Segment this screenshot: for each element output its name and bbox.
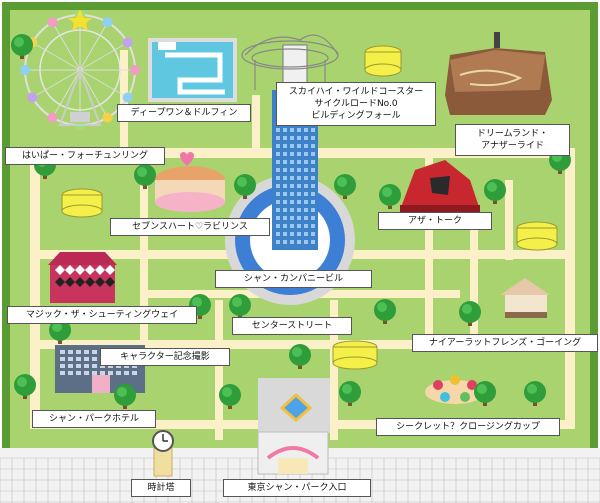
other-talk-dome — [400, 160, 480, 213]
ferris-car — [130, 65, 140, 75]
label-dolphin-text: ディープワン＆ドルフィン — [130, 108, 238, 118]
tree — [219, 384, 241, 409]
tree — [474, 381, 496, 406]
tree — [11, 34, 33, 59]
label-shooting-way-text: マジック・ザ・シューティングウェイ — [25, 310, 179, 320]
ferris-car — [122, 92, 133, 103]
label-labyrinth-text: セブンスハート♡ラビリンス — [132, 222, 248, 232]
ferris-car — [20, 65, 30, 75]
label-entrance-text: 東京シャン・パーク入口 — [247, 483, 347, 493]
label-merry-go-round[interactable]: ナイアーラットフレンズ・ゴーイング — [412, 334, 598, 352]
label-other-talk[interactable]: アザ・トーク — [378, 212, 492, 230]
tree — [524, 381, 546, 406]
label-character-photo-text: キャラクター記念撮影 — [120, 352, 210, 362]
label-cup[interactable]: シークレット？クロージングカップ — [376, 418, 560, 436]
shooting-building — [48, 252, 117, 303]
tree — [459, 301, 481, 326]
tree — [289, 344, 311, 369]
label-dreamland[interactable]: ドリームランド・ アナザーライド — [455, 124, 570, 156]
tree — [14, 374, 36, 399]
label-merry-go-round-text: ナイアーラットフレンズ・ゴーイング — [428, 338, 582, 348]
label-ferris-wheel[interactable]: はいぱー・フォーチュンリング — [5, 147, 165, 165]
label-shooting-way[interactable]: マジック・ザ・シューティングウェイ — [7, 306, 197, 324]
tree — [334, 174, 356, 199]
tree — [114, 384, 136, 409]
label-labyrinth[interactable]: セブンスハート♡ラビリンス — [110, 218, 270, 236]
ferris-car — [47, 17, 58, 28]
water-tanks — [61, 45, 558, 370]
ferris-wheel — [20, 10, 140, 130]
label-dreamland-line2: アナザーライド — [481, 141, 544, 151]
tree — [134, 164, 156, 189]
label-other-talk-text: アザ・トーク — [407, 216, 462, 226]
clock-tower — [152, 430, 174, 477]
cup-ride — [425, 375, 485, 404]
label-coaster-line3: ビルディングフォール — [311, 111, 401, 121]
label-hotel[interactable]: シャン・パークホテル — [32, 410, 156, 428]
tree — [229, 294, 251, 319]
tree — [339, 381, 361, 406]
label-dolphin[interactable]: ディープワン＆ドルフィン — [117, 104, 251, 122]
tree — [484, 179, 506, 204]
ferris-car — [47, 112, 58, 123]
entrance-plaza — [258, 378, 330, 433]
label-character-photo[interactable]: キャラクター記念撮影 — [100, 348, 230, 366]
label-company-building[interactable]: シャン・カンパニービル — [215, 270, 372, 288]
label-company-building-text: シャン・カンパニービル — [243, 274, 343, 284]
dreamland-mountain — [445, 32, 552, 115]
label-center-street[interactable]: センターストリート — [232, 317, 352, 335]
coaster-track — [241, 34, 339, 90]
trees — [11, 34, 571, 409]
dolphin-pool — [148, 38, 237, 102]
labyrinth-cake — [155, 152, 225, 212]
ferris-car — [27, 92, 38, 103]
label-clock-tower[interactable]: 時計塔 — [131, 479, 191, 497]
entrance-gate — [257, 431, 329, 475]
label-dreamland-line1: ドリームランド・ — [476, 129, 549, 139]
label-center-street-text: センターストリート — [251, 321, 333, 331]
label-ferris-wheel-text: はいぱー・フォーチュンリング — [21, 151, 148, 161]
tree — [379, 184, 401, 209]
label-entrance[interactable]: 東京シャン・パーク入口 — [223, 479, 371, 497]
label-coaster[interactable]: スカイハイ・ワイルドコースター サイクルロードNo.0 ビルディングフォール — [276, 82, 436, 126]
label-coaster-line1: スカイハイ・ワイルドコースター — [288, 87, 424, 97]
label-clock-tower-text: 時計塔 — [147, 483, 175, 493]
tree — [49, 319, 71, 344]
label-cup-text: シークレット？クロージングカップ — [396, 422, 540, 432]
ferris-car — [122, 37, 133, 48]
label-coaster-line2: サイクルロードNo.0 — [314, 99, 398, 109]
ferris-car — [102, 112, 113, 123]
merry-go-round — [500, 278, 550, 318]
ferris-car — [102, 17, 113, 28]
tree — [234, 174, 256, 199]
label-hotel-text: シャン・パークホテル — [48, 414, 139, 424]
tree — [374, 299, 396, 324]
